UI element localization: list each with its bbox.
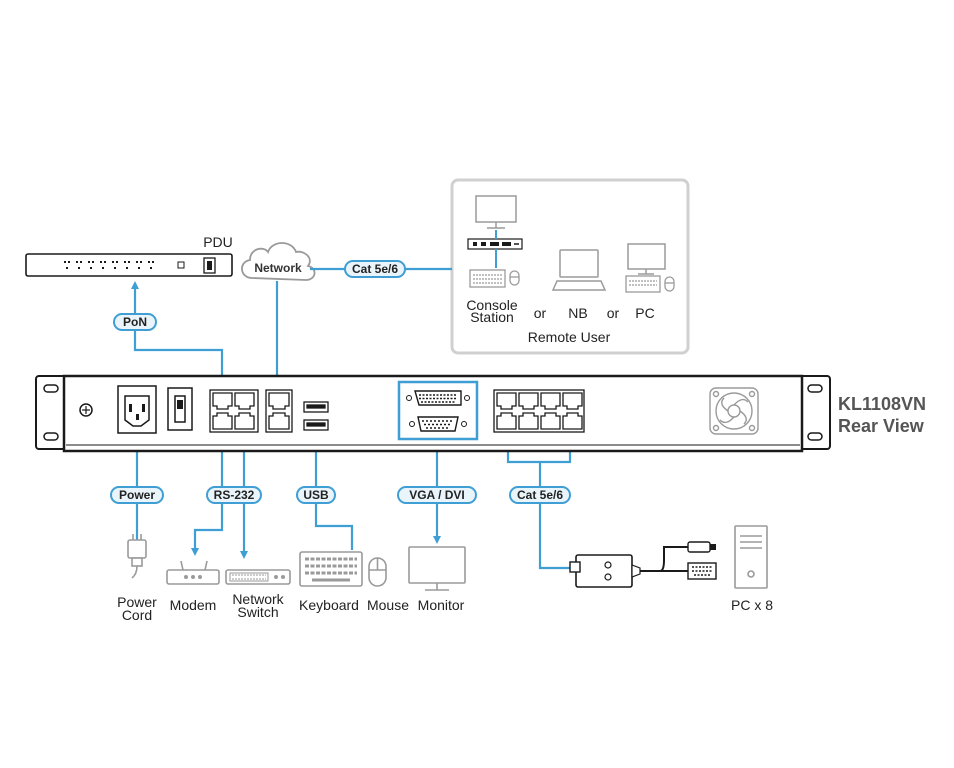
remote-user-caption: Remote User <box>528 329 611 345</box>
mouse-label: Mouse <box>367 597 409 613</box>
network-switch-label-1: Network <box>232 591 284 607</box>
remote-user-box: Console Station or NB or PC Remote User <box>450 178 690 355</box>
pdu-label: PDU <box>203 234 233 250</box>
pon-label: PoN <box>123 315 147 329</box>
usb-pill: USB <box>296 486 336 504</box>
cat-bottom-pill: Cat 5e/6 <box>509 486 571 504</box>
pc-tower-icon <box>734 525 768 589</box>
network-cloud: Network <box>241 242 316 281</box>
console-station-label-2: Station <box>470 309 514 325</box>
rs232-pill: RS-232 <box>206 486 262 504</box>
console-monitor-icon <box>475 195 517 229</box>
remote-pc-icon <box>625 243 675 293</box>
keyboard-icon <box>299 551 363 587</box>
power-cord-label-2: Cord <box>122 607 152 623</box>
network-switch-icon <box>225 569 291 585</box>
power-pill: Power <box>110 486 164 504</box>
network-label: Network <box>254 261 302 275</box>
keyboard-label: Keyboard <box>299 597 359 613</box>
lan-ports <box>265 389 293 433</box>
console-module-icon <box>467 238 523 250</box>
kvm-adapter-icon <box>569 541 717 588</box>
network-switch-label-2: Switch <box>237 604 278 620</box>
label-pills: Cat 5e/6 PoN Power RS-232 USB VGA / DVI … <box>110 260 571 504</box>
power-inlet-icon <box>117 385 157 434</box>
cat-top-label: Cat 5e/6 <box>352 262 398 276</box>
console-station-label-1: Console <box>466 297 518 313</box>
fan-icon <box>709 387 759 435</box>
vga-dvi-label: VGA / DVI <box>409 488 465 502</box>
notebook-icon <box>551 249 607 291</box>
cat-top-pill: Cat 5e/6 <box>344 260 406 278</box>
video-ports <box>397 380 479 441</box>
kvm-ports <box>493 389 585 433</box>
mouse-icon <box>368 557 387 587</box>
monitor-label: Monitor <box>418 597 465 613</box>
power-switch-icon <box>167 387 193 431</box>
remote-pc-label: PC <box>635 305 654 321</box>
usb-label: USB <box>303 488 329 502</box>
console-keyboard-icon <box>469 269 520 288</box>
kvm-rear-panel <box>35 374 831 453</box>
serial-ports <box>209 389 259 433</box>
pdu-outlets <box>64 261 154 269</box>
cat-bottom-label: Cat 5e/6 <box>517 488 563 502</box>
power-cord-icon <box>127 534 147 579</box>
pon-pill: PoN <box>113 313 157 331</box>
pc-count-label: PC x 8 <box>731 597 773 613</box>
modem-label: Modem <box>170 597 217 613</box>
monitor-icon <box>408 546 466 591</box>
or-label-1: or <box>534 305 547 321</box>
view-title: Rear View <box>838 416 925 436</box>
vga-dvi-pill: VGA / DVI <box>397 486 477 504</box>
power-label: Power <box>119 488 155 502</box>
power-cord-label-1: Power <box>117 594 157 610</box>
usb-ports <box>303 401 329 431</box>
modem-icon <box>166 560 220 585</box>
pdu-device: PDU <box>25 234 233 277</box>
notebook-label: NB <box>568 305 587 321</box>
or-label-2: or <box>607 305 620 321</box>
model-title: KL1108VN <box>838 394 926 414</box>
rs232-label: RS-232 <box>214 488 255 502</box>
